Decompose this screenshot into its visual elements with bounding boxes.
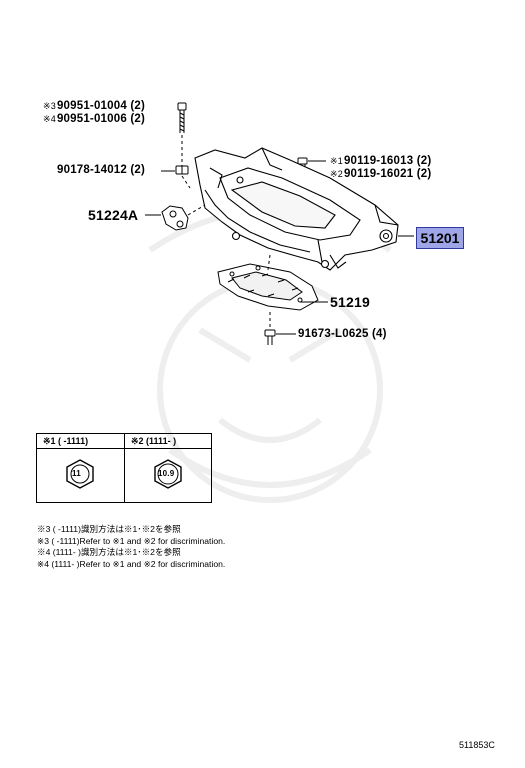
note-text: 識別方法は※1･※2を参照 bbox=[80, 524, 181, 534]
note-row: ※4 (1111- )Refer to ※1 and ※2 for discri… bbox=[37, 559, 225, 571]
part-number: 90119-16021 (2) bbox=[343, 168, 432, 180]
hex-head-2 bbox=[154, 459, 182, 489]
head-mark-2: 10.9 bbox=[158, 469, 175, 478]
note-condition: ※3 ( -1111) bbox=[37, 535, 80, 546]
head-mark-1: 11 bbox=[72, 469, 81, 478]
note-condition: ※4 (1111- ) bbox=[37, 547, 81, 557]
callout-screw: 91673-L0625 (4) bbox=[298, 328, 387, 340]
callout-nut: 90178-14012 (2) bbox=[57, 164, 146, 176]
note-text: Refer to ※1 and ※2 for discrimination. bbox=[79, 558, 226, 569]
callout-crossmember[interactable]: 51201 bbox=[416, 227, 464, 249]
note-text: 識別方法は※1･※2を参照 bbox=[80, 547, 181, 557]
note-condition: ※3 ( -1111) bbox=[37, 524, 81, 534]
hex-head-1 bbox=[66, 459, 94, 489]
note-text: Refer to ※1 and ※2 for discrimination. bbox=[79, 535, 226, 546]
note-row: ※3 ( -1111)Refer to ※1 and ※2 for discri… bbox=[37, 536, 225, 548]
bracket bbox=[161, 205, 189, 231]
callout-bolt-d: ※290119-16021 (2) bbox=[330, 168, 431, 180]
mark-2: ※2 bbox=[330, 169, 343, 179]
part-number: 90951-01004 (2) bbox=[56, 100, 145, 112]
note-row: ※3 ( -1111)識別方法は※1･※2を参照 bbox=[37, 524, 225, 536]
table-divider bbox=[124, 434, 125, 502]
table-header-1: ※1 ( -1111) bbox=[43, 436, 89, 446]
bolt-top bbox=[177, 102, 187, 133]
callout-bracket: 51224A bbox=[88, 207, 139, 223]
crossmember bbox=[194, 147, 399, 271]
callout-cover: 51219 bbox=[330, 294, 370, 310]
notes: ※3 ( -1111)識別方法は※1･※2を参照 ※3 ( -1111)Refe… bbox=[37, 524, 225, 570]
note-row: ※4 (1111- )識別方法は※1･※2を参照 bbox=[37, 547, 225, 559]
part-number: 90951-01006 (2) bbox=[56, 113, 145, 125]
mark-1: ※1 bbox=[330, 156, 343, 166]
callout-bolt-b: ※490951-01006 (2) bbox=[43, 113, 145, 125]
under-cover bbox=[217, 263, 319, 311]
discrimination-table: ※1 ( -1111) ※2 (1111- ) bbox=[36, 433, 212, 503]
callout-bolt-a: ※390951-01004 (2) bbox=[43, 100, 145, 112]
table-header-2: ※2 (1111- ) bbox=[131, 436, 177, 446]
part-number: 90119-16013 (2) bbox=[343, 155, 432, 167]
mark-3: ※3 bbox=[43, 101, 56, 111]
diagram-code: 511853C bbox=[459, 740, 495, 750]
nut bbox=[175, 165, 189, 175]
mark-4: ※4 bbox=[43, 114, 56, 124]
note-condition: ※4 (1111- ) bbox=[37, 558, 80, 569]
callout-bolt-c: ※190119-16013 (2) bbox=[330, 155, 431, 167]
screw bbox=[264, 329, 276, 345]
